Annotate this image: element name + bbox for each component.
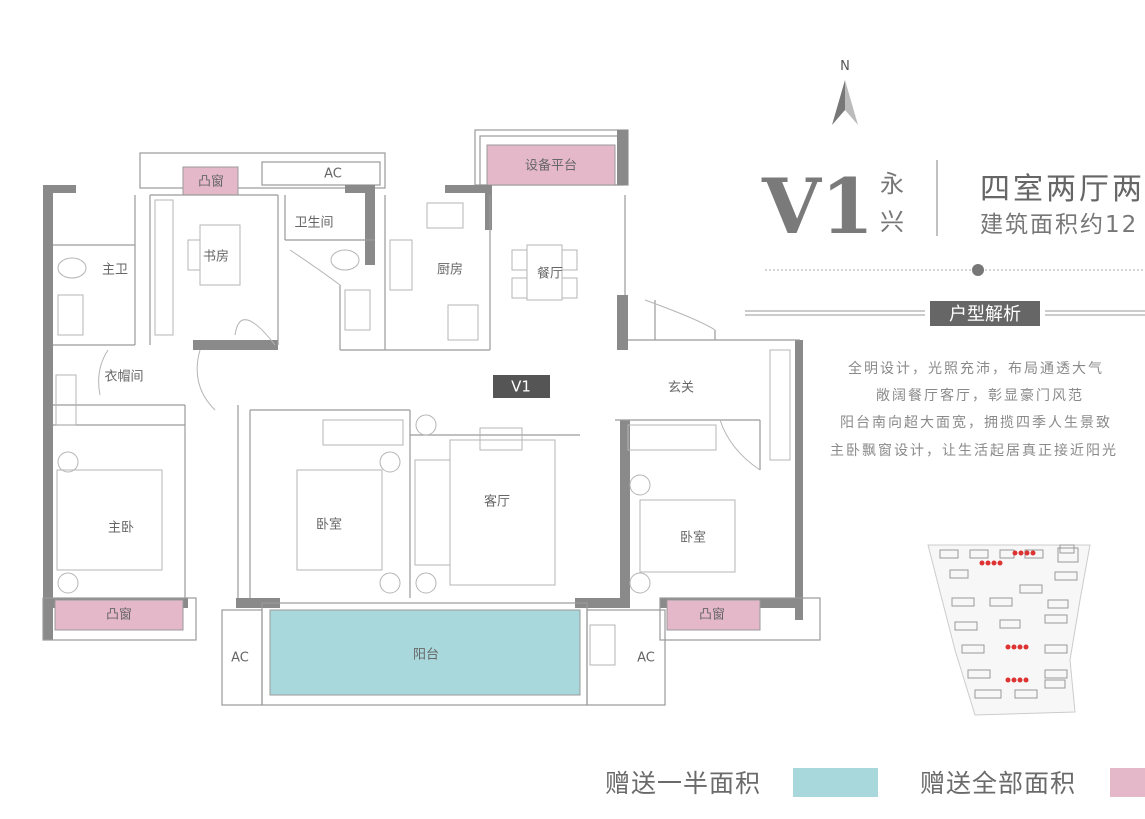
project-name-1: 永 (880, 170, 904, 198)
balcony-area (269, 609, 581, 696)
room-label-bedroom-right: 卧室 (680, 530, 706, 546)
legend-full-area-label: 赠送全部面积 (920, 769, 1076, 798)
layout-type: 四室两厅两 (980, 172, 1145, 207)
building-area: 建筑面积约12 (980, 212, 1138, 238)
room-label-kitchen: 厨房 (437, 262, 463, 278)
site-plan-thumbnail (927, 544, 1091, 716)
room-label-master-bedroom: 主卧 (108, 521, 134, 536)
divider-dot (972, 264, 984, 276)
room-label-master-bath: 主卫 (102, 263, 128, 278)
legend-half-area-label: 赠送一半面积 (605, 769, 761, 798)
unit-tag: V1 (511, 378, 531, 396)
room-label-bedroom-middle: 卧室 (316, 517, 342, 533)
room-label-equipment-platform: 设备平台 (525, 158, 577, 174)
legend-full-area-swatch (1110, 768, 1145, 797)
room-label-foyer: 玄关 (668, 381, 694, 396)
analysis-heading-box (930, 301, 1040, 326)
room-label-dining: 餐厅 (537, 266, 563, 282)
room-label-toilet: 卫生间 (294, 216, 333, 231)
room-label-cloakroom: 衣帽间 (104, 369, 143, 385)
room-label-ac-top: AC (324, 167, 342, 182)
legend-half-area-swatch (793, 768, 878, 797)
room-label-ac-left: AC (231, 651, 249, 666)
unit-tag-box (493, 375, 550, 398)
project-name-2: 兴 (880, 208, 904, 236)
unit-code-title: V1 (761, 162, 874, 251)
floor-plan: 主卫 书房 凸窗 AC 卫生间 厨房 餐厅 设备平台 衣帽间 V1 玄关 主卧 … (42, 129, 821, 706)
room-label-study: 书房 (203, 249, 229, 265)
room-label-living-room: 客厅 (484, 494, 510, 510)
equipment-platform-area (486, 144, 616, 186)
room-label-bay-window-top: 凸窗 (198, 174, 224, 190)
room-label-bay-window-left: 凸窗 (106, 607, 132, 623)
room-label-ac-right: AC (637, 651, 655, 666)
analysis-line-2: 敞阔餐厅客厅，彰显豪门风范 (876, 387, 1084, 404)
room-label-bay-window-right: 凸窗 (699, 607, 725, 623)
compass-label: N (840, 59, 850, 74)
room-label-balcony: 阳台 (413, 648, 439, 663)
analysis-heading: 户型解析 (949, 304, 1021, 325)
analysis-line-3: 阳台南向超大面宽，拥揽四季人生景致 (840, 414, 1112, 431)
analysis-line-1: 全明设计，光照充沛，布局通透大气 (848, 360, 1104, 377)
bay-window-left-area (54, 599, 184, 631)
north-arrow-icon: N (832, 59, 858, 125)
analysis-line-4: 主卧飘窗设计，让生活起居真正接近阳光 (830, 442, 1118, 459)
bay-window-right-area (666, 599, 761, 631)
